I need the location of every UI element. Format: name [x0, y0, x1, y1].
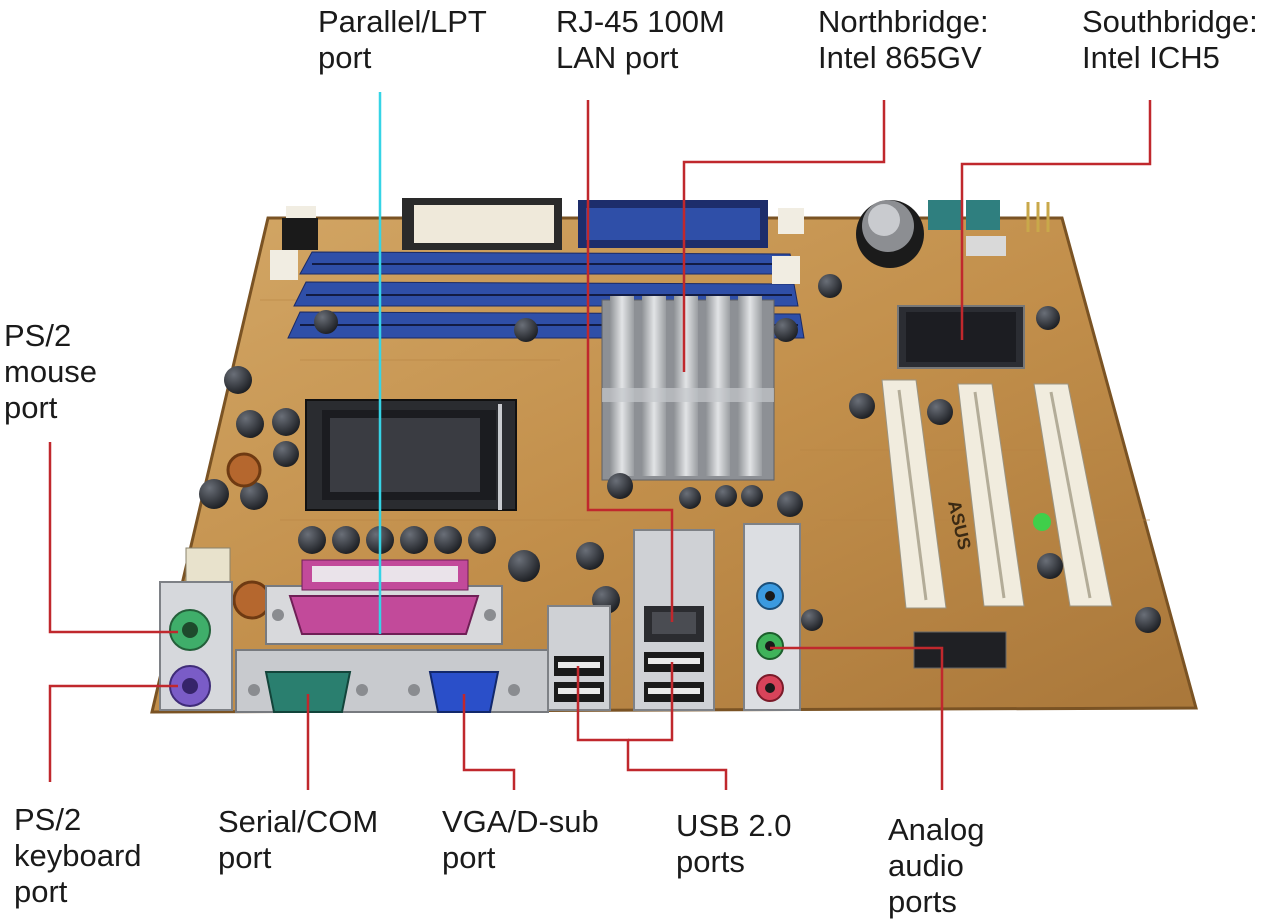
ps2-ports [159, 581, 233, 711]
cmos-battery [856, 200, 924, 268]
leader-usb [576, 666, 728, 790]
cpu-socket [305, 399, 517, 511]
northbridge-heatsink [601, 296, 775, 481]
label-southbridge: Southbridge:Intel ICH5 [1082, 4, 1258, 75]
label-northbridge: Northbridge:Intel 865GV [818, 4, 989, 75]
pci-slots [881, 379, 1113, 609]
parallel-port [265, 559, 503, 645]
ide-connector-white [402, 198, 562, 250]
leader-southbridge [960, 100, 1152, 340]
leader-vga [462, 694, 516, 790]
leader-usb-right [628, 662, 674, 742]
serial-port [248, 671, 368, 713]
ide-connector-blue [578, 200, 768, 248]
audio-codec-chip [913, 631, 1007, 669]
audio-jacks [743, 523, 801, 711]
leader-ps2-mouse [48, 442, 178, 634]
capacitors [199, 274, 1161, 633]
leader-audio [770, 646, 944, 790]
vga-port [408, 671, 520, 713]
leader-rj45 [586, 100, 674, 622]
leader-ps2-keyboard [48, 684, 178, 782]
leader-northbridge [682, 100, 886, 372]
lan-usb-stack [633, 529, 715, 711]
